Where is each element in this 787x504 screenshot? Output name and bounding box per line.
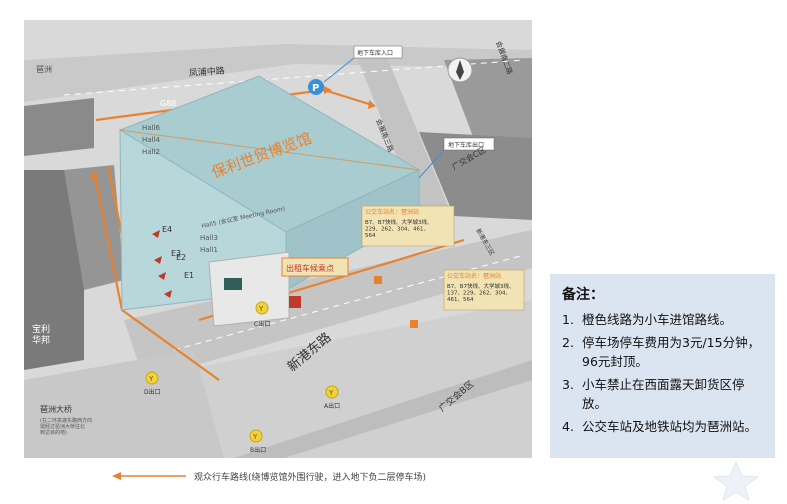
block-top-left (24, 98, 94, 156)
block-left-inner (64, 165, 124, 290)
note-item: 3. 小车禁止在西面露天卸货区停放。 (562, 375, 765, 413)
metro-exit-b-label: B出口 (250, 446, 266, 454)
metro-exit-b-icon: Y (252, 433, 258, 441)
g88-label: G88 (160, 99, 176, 108)
metro-exit-c: Y C出口 (254, 301, 270, 328)
ground-bottom-left (24, 350, 224, 458)
hall-label-1: Hall1 (200, 246, 218, 254)
road-pazhou-bridge-label: 琶洲大桥 (40, 404, 72, 414)
block-left-label: 宝利华邦 (32, 323, 50, 346)
note-item: 4. 公交车站及地铁站均为琶洲站。 (562, 417, 765, 436)
block-right (419, 132, 532, 220)
metro-exit-d-icon: Y (148, 375, 154, 383)
metro-exit-a-label: A出口 (324, 402, 340, 410)
road-pazhou-small: 琶洲 (36, 65, 52, 74)
hall-label-2: Hall2 (142, 148, 160, 156)
metro-exit-c-icon: Y (258, 305, 264, 313)
road-xingang (124, 230, 532, 380)
road-fengpu-label: 凤浦中路 (188, 65, 225, 79)
underground-entrance-label: 地下车库入口 (357, 49, 393, 57)
hall-logo (224, 278, 242, 290)
entrance-e3: E3 (171, 249, 181, 258)
hall-label-3: Hall3 (200, 234, 218, 242)
taxi-label: 出租车候乘点 (286, 263, 334, 273)
note-text: 停车场停车费用为3元/15分钟，96元封顶。 (582, 335, 761, 369)
taxi-sign (281, 257, 349, 277)
note-item: 1. 橙色线路为小车进馆路线。 (562, 310, 765, 329)
arrow-left-icon (112, 472, 186, 480)
underground-entrance-sign (353, 45, 403, 59)
bus-icon (374, 276, 418, 328)
venue-map: 保利世贸博览馆 Hall6 Hall4 Hall2 Hall5 (会议室 Mee… (24, 20, 532, 458)
bus-stop-2 (443, 269, 525, 311)
block-left (24, 170, 84, 370)
road-fengpu (24, 44, 532, 102)
decorative-stars-icon (712, 460, 760, 502)
note-number: 4. (562, 419, 574, 434)
parking-icon-label: P (312, 83, 319, 94)
compass-icon (447, 57, 473, 83)
metro-exit-d-label: D出口 (144, 388, 161, 396)
note-number: 3. (562, 377, 574, 392)
underground-exit-sign (443, 137, 495, 151)
metro-exit-a-icon: Y (328, 389, 334, 397)
entrance-e4: E4 (162, 225, 172, 234)
hall-entrance-block (208, 251, 290, 327)
metro-exit-d: Y D出口 (144, 371, 161, 396)
entrance-e2: E2 (176, 253, 186, 262)
bus-stop-1-title: 公交车站名：琶洲站 (365, 208, 419, 216)
ground-bottom (184, 300, 532, 458)
metro-exit-c-label: C出口 (254, 320, 270, 328)
note-item: 2. 停车场停车费用为3元/15分钟，96元封顶。 (562, 333, 765, 371)
pazhou-note: (在二环高速东路西方向需经过琶洲大桥往北到达目的地) (40, 417, 92, 436)
bus-stop-1 (361, 205, 455, 247)
note-number: 2. (562, 335, 574, 350)
bus-stop-1-routes: B7、B7快线、大学城3线、229、262、304、461、564 (365, 218, 433, 239)
entrance-markers: E4 E3 E2 E1 (152, 225, 194, 298)
note-text: 公交车站及地铁站均为琶洲站。 (582, 419, 758, 434)
notes-panel: 备注： 1. 橙色线路为小车进馆路线。 2. 停车场停车费用为3元/15分钟，9… (550, 274, 775, 458)
metro-exit-a: Y A出口 (324, 385, 340, 410)
note-text: 橙色线路为小车进馆路线。 (582, 312, 733, 327)
hall-label-4: Hall4 (142, 136, 160, 144)
route-legend: 观众行车路线(绕博览馆外围行驶，进入地下负二层停车场) (112, 468, 426, 484)
note-text: 小车禁止在西面露天卸货区停放。 (582, 377, 745, 411)
underground-exit-label: 地下车库出口 (448, 141, 484, 149)
notes-title: 备注： (562, 287, 604, 303)
notes-list: 1. 橙色线路为小车进馆路线。 2. 停车场停车费用为3元/15分钟，96元封顶… (562, 310, 765, 436)
bus-stop-2-title: 公交车站名：琶洲站 (447, 272, 501, 280)
taxi-icon (289, 296, 301, 308)
road-huizhan (354, 50, 454, 225)
road-bottom (234, 360, 532, 458)
legend-text: 观众行车路线(绕博览馆外围行驶，进入地下负二层停车场) (194, 472, 427, 483)
hall-label-6: Hall6 (142, 124, 160, 132)
parking-icon (308, 79, 324, 95)
note-number: 1. (562, 312, 574, 327)
bus-stop-2-routes: B7、B7快线、大学城3线、137、229、262、304、461、564 (447, 282, 515, 303)
entrance-e1: E1 (184, 271, 194, 280)
metro-exit-b: Y B出口 (249, 429, 266, 454)
